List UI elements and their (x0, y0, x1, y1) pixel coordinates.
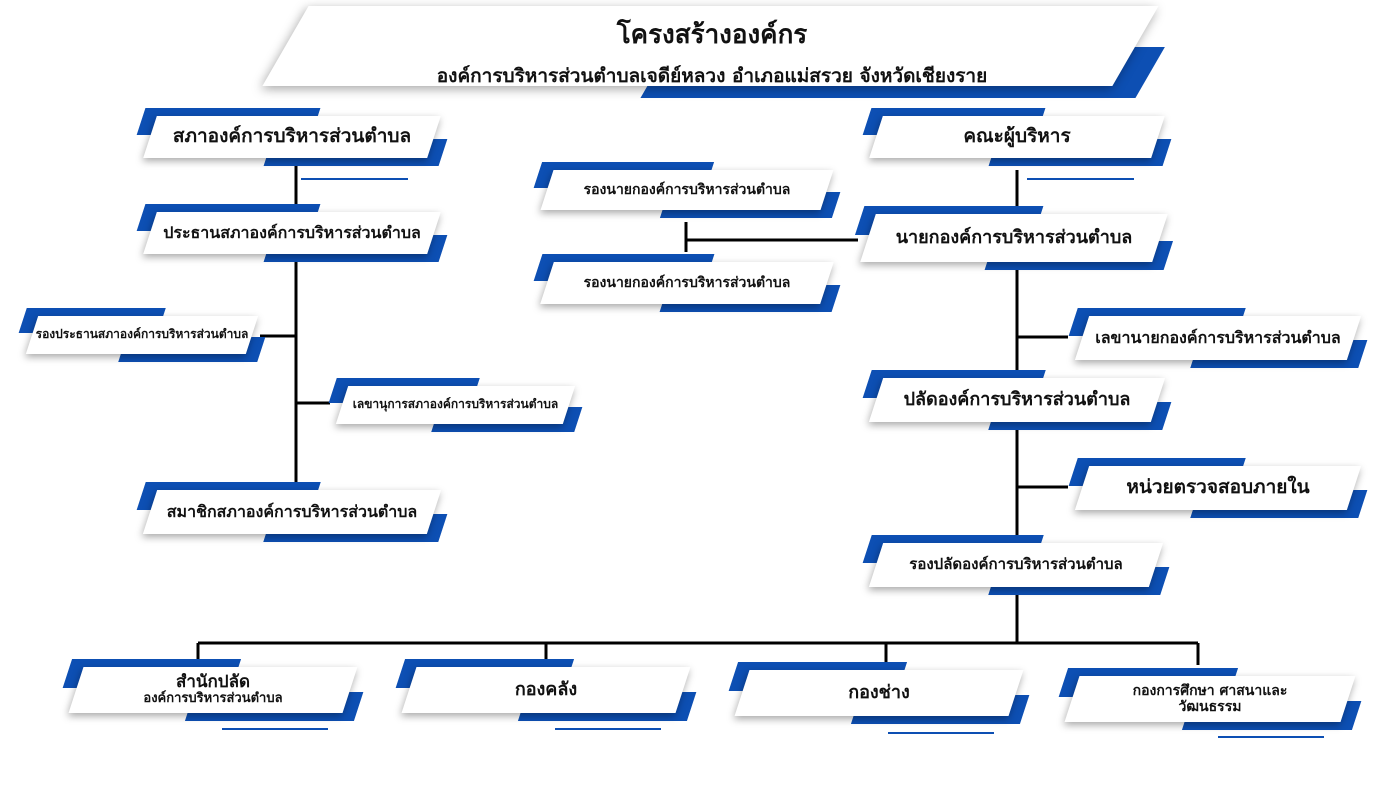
node-permanent-secretary-label: ปลัดองค์การบริหารส่วนตำบล (903, 388, 1131, 410)
node-education-division: กองการศึกษา ศาสนาและ วัฒนธรรม (1058, 668, 1362, 738)
node-permanent-secretary: ปลัดองค์การบริหารส่วนตำบล (862, 370, 1172, 430)
node-education-line-2: วัฒนธรรม (1178, 699, 1242, 715)
node-internal-audit-label: หน่วยตรวจสอบภายใน (1126, 476, 1310, 499)
node-council-chair-label: ประธานสภาองค์การบริหารส่วนตำบล (163, 222, 421, 242)
node-deputy-mayor-2-label: รองนายกองค์การบริหารส่วนตำบล (583, 274, 791, 291)
node-council-members-label: สมาชิกสภาองค์การบริหารส่วนตำบล (166, 501, 418, 521)
node-mayor-secretary-label: เลขานายกองค์การบริหารส่วนตำบล (1095, 327, 1341, 347)
node-finance-division: กองคลัง (395, 659, 697, 730)
node-council-secretary-label: เลขานุการสภาองค์การบริหารส่วนตำบล (352, 397, 559, 412)
node-council-vice-chair: รองประธานสภาองค์การบริหารส่วนตำบล (18, 308, 266, 362)
node-council-chair: ประธานสภาองค์การบริหารส่วนตำบล (136, 204, 448, 262)
node-deputy-permanent-secretary: รองปลัดองค์การบริหารส่วนตำบล (862, 535, 1170, 595)
node-mayor-label: นายกองค์การบริหารส่วนตำบล (895, 226, 1133, 248)
node-internal-audit: หน่วยตรวจสอบภายใน (1068, 458, 1368, 518)
node-executive: คณะผู้บริหาร (862, 108, 1172, 180)
node-council-secretary: เลขานุการสภาองค์การบริหารส่วนตำบล (328, 378, 583, 432)
node-council-vice-chair-label: รองประธานสภาองค์การบริหารส่วนตำบล (35, 327, 249, 342)
node-engineering-division-label: กองช่าง (848, 681, 910, 703)
node-finance-division-label: กองคลัง (514, 678, 578, 700)
node-council: สภาองค์การบริหารส่วนตำบล (136, 108, 448, 180)
node-mayor-secretary: เลขานายกองค์การบริหารส่วนตำบล (1068, 308, 1368, 368)
node-engineering-division: กองช่าง (728, 662, 1030, 734)
node-education-line-1: กองการศึกษา ศาสนาและ (1132, 682, 1288, 699)
node-mayor: นายกองค์การบริหารส่วนตำบล (854, 206, 1174, 270)
node-office-of-permanent-secretary: สำนักปลัด องค์การบริหารส่วนตำบล (62, 659, 364, 730)
node-council-members: สมาชิกสภาองค์การบริหารส่วนตำบล (136, 482, 448, 542)
title-line-1: โครงสร้างองค์กร (616, 19, 808, 50)
node-deputy-permanent-secretary-label: รองปลัดองค์การบริหารส่วนตำบล (909, 555, 1123, 574)
node-deputy-mayor-2: รองนายกองค์การบริหารส่วนตำบล (533, 254, 841, 312)
node-office-line-2: องค์การบริหารส่วนตำบล (143, 691, 283, 707)
node-deputy-mayor-1: รองนายกองค์การบริหารส่วนตำบล (533, 162, 841, 218)
title-line-2: องค์การบริหารส่วนตำบลเจดีย์หลวง อำเภอแม่… (436, 64, 988, 87)
node-executive-label: คณะผู้บริหาร (963, 125, 1071, 148)
node-office-line-1: สำนักปลัด (175, 671, 251, 692)
node-council-label: สภาองค์การบริหารส่วนตำบล (172, 125, 412, 148)
node-deputy-mayor-1-label: รองนายกองค์การบริหารส่วนตำบล (583, 181, 791, 198)
chart-title: โครงสร้างองค์กร องค์การบริหารส่วนตำบลเจด… (262, 6, 1165, 98)
